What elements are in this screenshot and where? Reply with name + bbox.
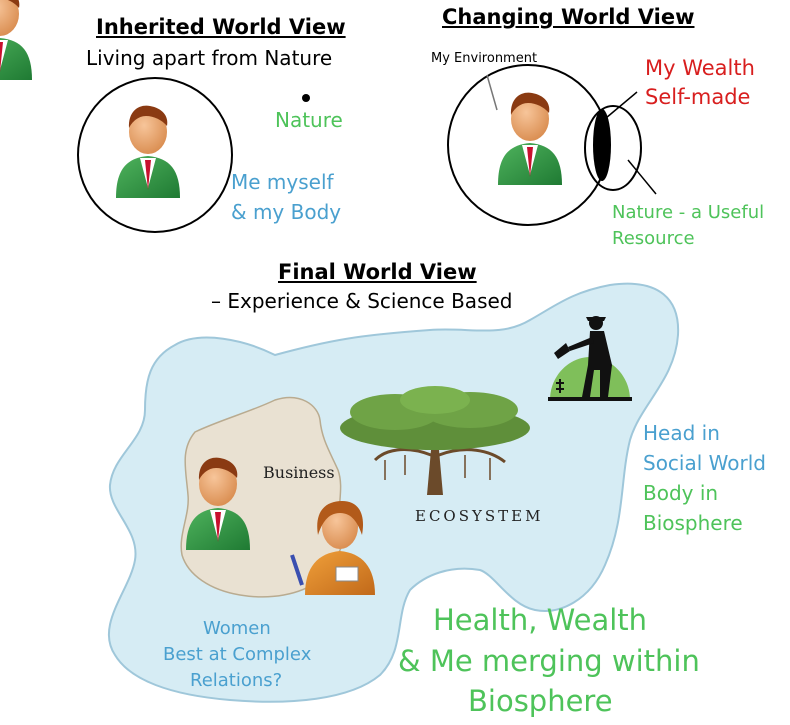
farmer-icon <box>548 316 632 401</box>
nature-pointer <box>627 159 657 195</box>
nature-label: Nature <box>275 108 343 132</box>
body-label-line2: Biosphere <box>643 511 743 535</box>
biosphere-region <box>108 282 680 703</box>
wealth-pointer <box>605 91 638 119</box>
self-circle <box>77 77 233 233</box>
women-label-line1: Women <box>203 618 271 639</box>
wealth-ellipse <box>593 109 611 181</box>
inherited-subtitle: Living apart from Nature <box>86 46 333 70</box>
final-subtitle: – Experience & Science Based <box>211 289 513 313</box>
ecosystem-label: ECOSYSTEM <box>415 507 544 525</box>
inherited-title: Inherited World View <box>96 15 346 39</box>
final-title: Final World View <box>278 260 477 284</box>
environment-label: My Environment <box>431 51 538 66</box>
head-label-line1: Head in <box>643 421 720 445</box>
tree-icon <box>340 386 530 495</box>
woman-icon <box>290 501 375 595</box>
useful-nature-line2: Resource <box>612 228 695 249</box>
wealth-label-line2: Self-made <box>645 85 751 109</box>
changing-title: Changing World View <box>442 5 695 29</box>
health-label-line2: & Me merging within <box>398 644 700 678</box>
me-label-line1: Me myself <box>231 170 334 194</box>
environment-pointer <box>486 74 498 111</box>
women-label-line3: Relations? <box>190 670 283 691</box>
nature-ellipse <box>584 105 642 191</box>
useful-nature-line1: Nature - a Useful <box>612 202 765 223</box>
nature-dot <box>302 94 310 102</box>
me-label-line2: & my Body <box>231 200 342 224</box>
body-label-line1: Body in <box>643 481 719 505</box>
health-label-line1: Health, Wealth <box>433 603 648 637</box>
wealth-label-line1: My Wealth <box>645 56 755 80</box>
head-label-line2: Social World <box>643 451 766 475</box>
business-label: Business <box>263 463 335 482</box>
man-icon <box>0 0 32 80</box>
women-label-line2: Best at Complex <box>163 644 312 665</box>
health-label-line3: Biosphere <box>468 684 613 718</box>
